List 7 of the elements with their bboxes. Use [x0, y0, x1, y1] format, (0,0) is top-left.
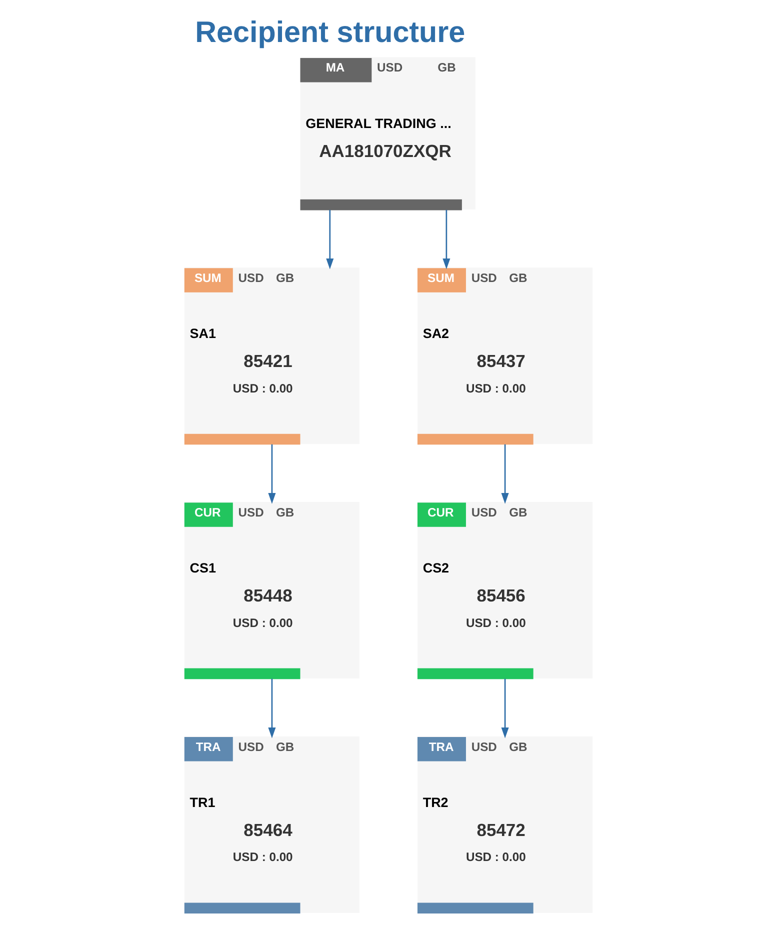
- arrow: [268, 678, 276, 738]
- arrow: [326, 210, 334, 270]
- arrow: [501, 678, 509, 738]
- diagram-title: Recipient structure: [195, 16, 466, 49]
- arrow: [501, 444, 509, 504]
- arrow: [442, 210, 450, 270]
- arrow: [268, 444, 276, 504]
